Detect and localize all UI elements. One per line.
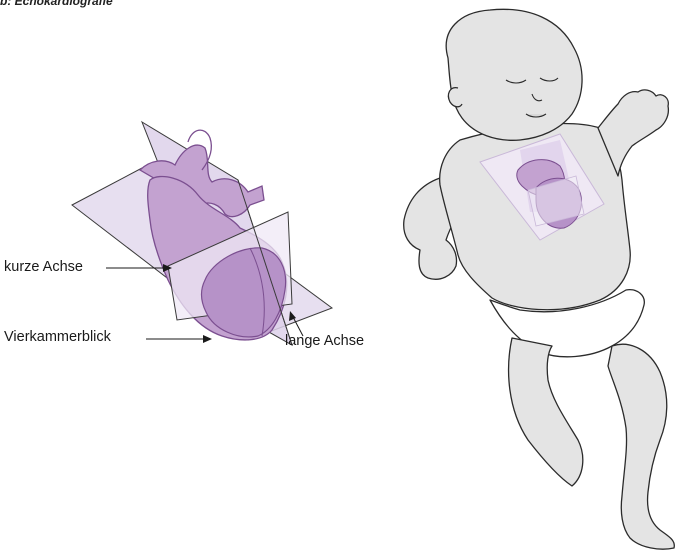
- infant-right-leg: [608, 344, 674, 549]
- label-short-axis: kurze Achse: [4, 259, 83, 275]
- infant-head: [446, 9, 582, 140]
- label-four-chamber-view: Vierkammerblick: [4, 329, 111, 345]
- infant-left-leg: [509, 338, 583, 486]
- label-long-axis: lange Achse: [285, 333, 364, 349]
- infant-illustration: [404, 9, 675, 549]
- echo-planes-diagram: [72, 122, 332, 345]
